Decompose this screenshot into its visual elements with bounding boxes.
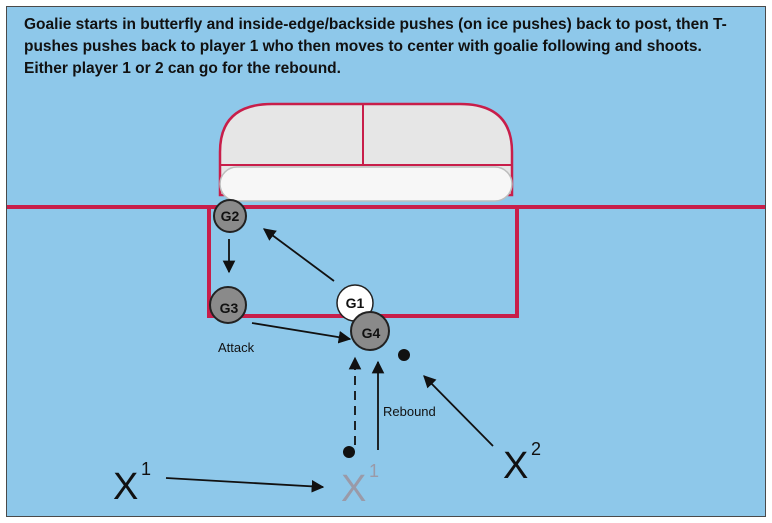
player-x2: X 2 xyxy=(503,439,541,487)
goalie-g2: G2 xyxy=(213,199,247,233)
puck-shooter xyxy=(343,446,355,458)
ice-surface xyxy=(6,6,766,517)
goalie-g3-label: G3 xyxy=(220,300,239,316)
drill-description: Goalie starts in butterfly and inside-ed… xyxy=(24,16,727,77)
player-x1-number: 1 xyxy=(141,459,151,479)
goalie-g4-label: G4 xyxy=(362,325,381,341)
rebound-label: Rebound xyxy=(383,404,436,419)
goal-net xyxy=(218,102,514,202)
player-x1-moved: X 1 xyxy=(341,461,379,510)
goalie-g2-label: G2 xyxy=(221,208,240,224)
goal-frame-bar xyxy=(219,166,513,202)
puck-rebound xyxy=(398,349,410,361)
player-x1-moved-letter: X xyxy=(341,468,366,510)
player-x1-moved-number: 1 xyxy=(369,461,379,481)
player-x2-number: 2 xyxy=(531,439,541,459)
arrow-g3-to-g4 xyxy=(251,322,352,344)
arrow-x1-skate-to-center xyxy=(165,477,325,493)
player-x2-letter: X xyxy=(503,445,528,487)
goalie-g1-label: G1 xyxy=(346,295,365,311)
arrow-g1-to-g2 xyxy=(262,228,335,282)
player-x1: X 1 xyxy=(113,459,151,508)
player-x1-letter: X xyxy=(113,466,138,508)
rebound-arrow-x2 xyxy=(423,375,494,447)
goalie-g4: G4 xyxy=(350,311,390,351)
goalie-g3: G3 xyxy=(209,286,247,324)
attack-label: Attack xyxy=(218,340,255,355)
